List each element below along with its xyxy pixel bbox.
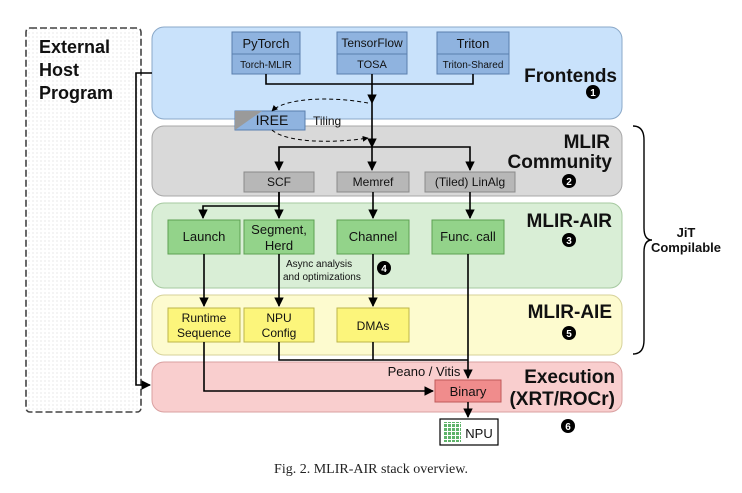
svg-text:Triton: Triton: [457, 36, 490, 51]
svg-text:Func. call: Func. call: [440, 229, 496, 244]
host-label-3: Program: [39, 83, 113, 103]
iree-tiling-label: Tiling: [313, 114, 341, 128]
execution-title-1: Execution: [524, 367, 615, 388]
air-func-call: Func. call: [431, 219, 505, 255]
aie-npu-config: NPU Config: [243, 307, 315, 343]
badge-4: [377, 261, 391, 275]
jit-label-2: Compilable: [651, 240, 721, 255]
community-fanout: [274, 146, 475, 171]
air-launch: Launch: [167, 219, 241, 255]
frontends-title: Frontends: [524, 66, 617, 87]
aie-npu-config-line1: NPU: [266, 311, 291, 325]
svg-text:Triton-Shared: Triton-Shared: [443, 60, 504, 71]
air-to-aie-connectors: [199, 254, 473, 379]
aie-runtime-line2: Sequence: [177, 326, 231, 340]
svg-text:IREE: IREE: [256, 112, 289, 128]
iree-box: IREE: [234, 110, 306, 131]
aie-to-binary-connectors: [203, 342, 468, 396]
air-title: MLIR-AIR: [527, 211, 613, 232]
iree-dashed-loop: [271, 98, 369, 142]
badge-5: [562, 326, 576, 340]
badge-6-label: 6: [565, 422, 571, 433]
svg-text:NPU: NPU: [465, 426, 492, 441]
execution-layer: [151, 361, 623, 413]
host-label-2: Host: [39, 60, 79, 80]
jit-label-1: JiT: [677, 225, 696, 240]
badge-6: [561, 419, 575, 433]
async-note-2: and optimizations: [283, 272, 361, 283]
badge-1-label: 1: [590, 88, 596, 99]
frontend-pytorch: PyTorch Torch-MLIR: [231, 31, 301, 75]
air-segment-herd-line2: Herd: [265, 238, 293, 253]
community-memref: Memref: [336, 171, 410, 193]
community-scf: SCF: [243, 171, 315, 193]
badge-1: [586, 85, 600, 99]
host-program-box: [25, 27, 142, 413]
aie-runtime-sequence: Runtime Sequence: [167, 307, 241, 343]
figure-caption: Fig. 2. MLIR-AIR stack overview.: [274, 462, 468, 477]
svg-text:TensorFlow: TensorFlow: [341, 36, 403, 50]
badge-3: [562, 233, 576, 247]
air-segment-herd-line1: Segment,: [251, 222, 307, 237]
air-channel: Channel: [336, 219, 410, 255]
svg-text:TOSA: TOSA: [357, 59, 387, 71]
peano-vitis-label: Peano / Vitis: [388, 364, 461, 379]
svg-text:Binary: Binary: [450, 384, 487, 399]
execution-title-2: (XRT/ROCr): [509, 389, 615, 410]
badge-3-label: 3: [566, 236, 572, 247]
air-segment-herd: Segment, Herd: [243, 219, 315, 255]
async-note-1: Async analysis: [286, 259, 352, 270]
svg-text:PyTorch: PyTorch: [243, 36, 290, 51]
community-title-1: MLIR: [564, 132, 611, 153]
aie-dmas: DMAs: [336, 307, 410, 343]
svg-text:Memref: Memref: [353, 175, 394, 189]
badge-2-label: 2: [566, 177, 572, 188]
host-label-1: External: [39, 37, 110, 57]
aie-runtime-line1: Runtime: [182, 311, 227, 325]
community-title-2: Community: [508, 152, 613, 173]
aie-title: MLIR-AIE: [528, 302, 612, 323]
binary-box: Binary: [434, 379, 502, 403]
frontend-connectors: [265, 74, 474, 104]
npu-chip-icon: NPU: [439, 418, 499, 446]
community-to-air-connectors: [198, 192, 475, 219]
frontend-tensorflow: TensorFlow TOSA: [336, 31, 408, 75]
svg-text:(Tiled) LinAlg: (Tiled) LinAlg: [435, 175, 505, 189]
svg-text:DMAs: DMAs: [357, 319, 390, 333]
badge-5-label: 5: [566, 329, 572, 340]
jit-bracket: [632, 125, 653, 355]
frontend-triton: Triton Triton-Shared: [436, 31, 510, 75]
svg-text:SCF: SCF: [267, 175, 291, 189]
badge-4-label: 4: [381, 264, 387, 275]
svg-text:Launch: Launch: [183, 229, 226, 244]
svg-text:Torch-MLIR: Torch-MLIR: [240, 60, 292, 71]
host-to-execution-connector: [135, 72, 152, 390]
community-linalg: (Tiled) LinAlg: [424, 171, 516, 193]
badge-2: [562, 174, 576, 188]
aie-npu-config-line2: Config: [262, 326, 297, 340]
svg-text:Channel: Channel: [349, 229, 398, 244]
